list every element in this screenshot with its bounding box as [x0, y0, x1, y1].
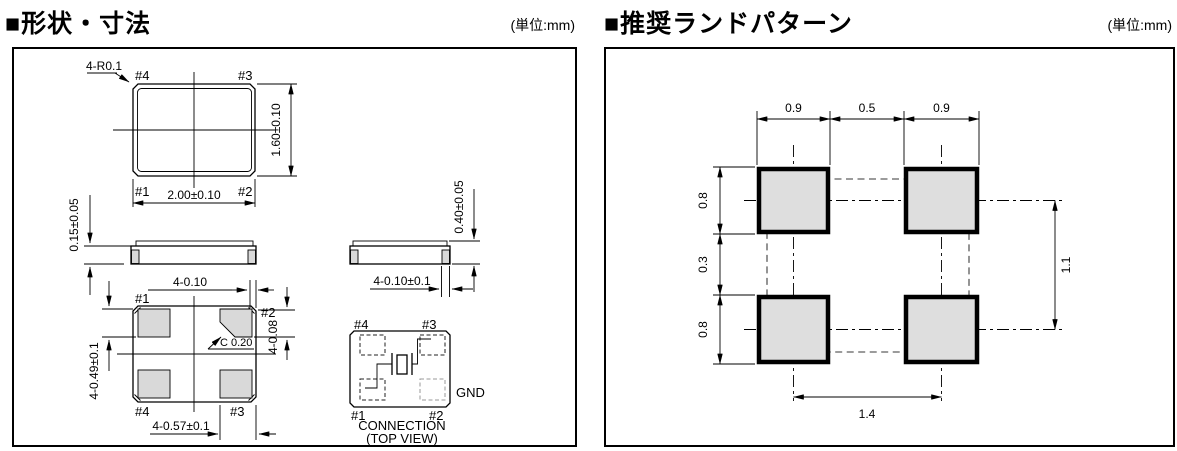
bottom-view-pin2-label: #2 — [261, 305, 275, 320]
shape-dimensions-unit: (単位:mm) — [510, 17, 575, 33]
shape-dimensions-panel: ■形状・寸法 (単位:mm) #4 #3 #1 #2 — [5, 0, 577, 451]
connection-pad-2-gnd — [419, 378, 446, 401]
land-center-vertical-value: 1.1 — [1059, 256, 1073, 273]
dim-terminal-width: 4-0.10±0.1 — [370, 266, 473, 297]
land-pattern-unit: (単位:mm) — [1107, 17, 1172, 33]
front-view-body — [130, 245, 257, 265]
land-pad-height-bottom-value: 0.8 — [696, 321, 710, 338]
package-front-view — [130, 240, 257, 265]
connection-pin1-label: #1 — [351, 408, 365, 423]
connection-pad-1 — [359, 378, 386, 401]
bottom-view-pin1-label: #1 — [135, 291, 149, 306]
side-view-lid — [352, 240, 448, 247]
land-pattern-drawing: 0.9 0.5 0.9 0.8 0.3 0.8 1.1 — [696, 101, 1073, 421]
connection-caption-line1: CONNECTION — [358, 418, 445, 433]
dim-corner-offset: 4-0.08 — [254, 287, 295, 360]
side-view-body — [349, 245, 451, 265]
package-width-value: 2.00±0.10 — [167, 188, 221, 202]
package-bottom-view: #1 #2 #4 #3 C 0.20 4-0.10 — [87, 275, 295, 440]
land-gap-vertical-value: 0.3 — [696, 256, 710, 273]
top-view-outline — [132, 83, 256, 177]
package-top-view: #4 #3 #1 #2 4-R0.1 2.00±0.10 — [86, 59, 297, 207]
crystal-symbol — [365, 338, 431, 389]
dim-chamfer: C 0.20 — [207, 336, 254, 350]
corner-radius-note: 4-R0.1 — [86, 59, 122, 73]
side-view-terminal-right — [441, 249, 450, 264]
connection-pad-3 — [419, 334, 446, 356]
land-pad-width-right-value: 0.9 — [933, 101, 950, 115]
standoff-value: 0.15±0.05 — [67, 198, 81, 252]
connection-pin3-label: #3 — [422, 317, 436, 332]
bottom-pad-4 — [137, 369, 171, 399]
pad-length-value: 4-0.57±0.1 — [152, 419, 210, 433]
land-pattern-panel: ■推奨ランドパターン (単位:mm) — [604, 0, 1175, 451]
dim-land-top: 0.9 0.5 0.9 — [756, 101, 980, 165]
package-side-view: 0.40±0.05 4-0.10±0.1 — [349, 180, 480, 297]
dim-pad-span: 4-0.49±0.1 — [87, 281, 136, 400]
package-thickness-value: 0.40±0.05 — [452, 180, 466, 234]
land-pattern-box: 0.9 0.5 0.9 0.8 0.3 0.8 1.1 — [604, 47, 1175, 447]
top-view-pin1-label: #1 — [135, 184, 149, 199]
side-view-terminal-left — [350, 249, 359, 264]
land-pad-top-right — [903, 166, 980, 235]
land-pad-bottom-left — [756, 294, 831, 365]
top-view-pin3-label: #3 — [238, 68, 252, 83]
land-pad-width-left-value: 0.9 — [785, 101, 802, 115]
top-view-pin4-label: #4 — [135, 68, 149, 83]
bottom-pad-1 — [137, 308, 171, 338]
dim-package-height: 1.60±0.10 — [257, 83, 297, 177]
bottom-view-outline — [132, 305, 257, 403]
package-height-value: 1.60±0.10 — [269, 103, 283, 157]
dim-pad-length: 4-0.57±0.1 — [150, 405, 276, 440]
top-view-pin2-label: #2 — [238, 184, 252, 199]
terminal-width-value: 4-0.10±0.1 — [373, 274, 431, 288]
bottom-view-pin4-label: #4 — [135, 404, 149, 419]
dim-land-right: 1.1 — [1052, 200, 1073, 330]
land-pad-height-top-value: 0.8 — [696, 192, 710, 209]
pad-span-value: 4-0.49±0.1 — [87, 342, 101, 400]
dim-land-bottom: 1.4 — [793, 394, 942, 421]
shape-dimensions-box: #4 #3 #1 #2 4-R0.1 2.00±0.10 — [12, 47, 577, 447]
front-view-terminal-left — [131, 249, 140, 264]
connection-caption-line2: (TOP VIEW) — [366, 431, 438, 445]
dim-package-thickness: 0.40±0.05 — [449, 180, 480, 292]
connection-outline — [349, 330, 451, 408]
front-view-lid — [135, 240, 254, 247]
land-pad-top-left — [756, 166, 831, 235]
land-gap-horizontal-value: 0.5 — [859, 101, 876, 115]
dim-corner-width: 4-0.10 — [148, 275, 274, 308]
dim-standoff: 0.15±0.05 — [67, 195, 131, 295]
shape-dimensions-title: ■形状・寸法 — [5, 10, 152, 38]
bottom-pad-2-chamfered — [219, 308, 253, 338]
connection-diagram: #4 #3 #1 #2 GND CONNECTION (TOP VIEW) — [349, 317, 485, 445]
dim-land-left: 0.8 0.3 0.8 — [696, 166, 755, 365]
land-pad-bottom-right — [903, 294, 980, 365]
land-pattern-title: ■推奨ランドパターン — [604, 10, 853, 38]
dim-package-width: 2.00±0.10 — [132, 179, 256, 207]
chamfer-value: C 0.20 — [220, 337, 252, 349]
connection-pad-4 — [359, 334, 386, 356]
corner-width-value: 4-0.10 — [173, 275, 207, 289]
connection-pin4-label: #4 — [354, 317, 368, 332]
bottom-view-pin3-label: #3 — [230, 404, 244, 419]
bottom-pad-3 — [219, 369, 253, 399]
package-drawing: #4 #3 #1 #2 4-R0.1 2.00±0.10 — [67, 59, 485, 445]
connection-pin2-label: #2 — [429, 408, 443, 423]
land-center-horizontal-value: 1.4 — [859, 407, 876, 421]
corner-offset-value: 4-0.08 — [266, 320, 280, 354]
front-view-terminal-right — [247, 249, 256, 264]
gnd-label: GND — [456, 385, 485, 400]
